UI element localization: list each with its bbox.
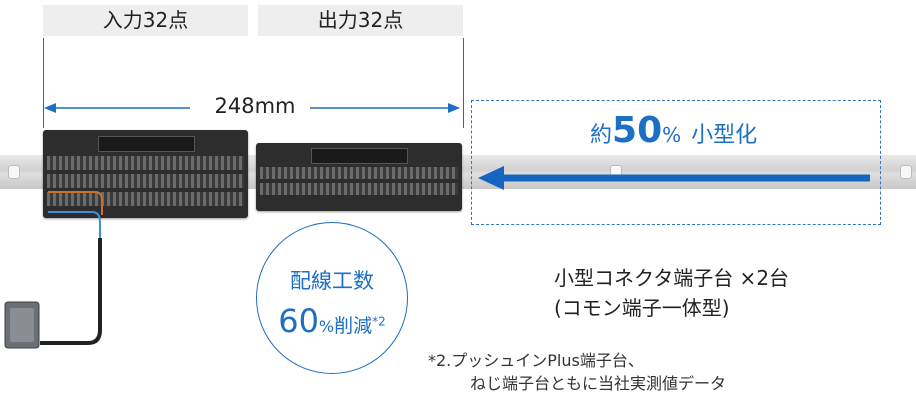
input-connector: [98, 136, 195, 152]
wiring-reduction-unit: %: [318, 317, 335, 336]
input-terminal-row: [47, 192, 244, 206]
compact-area-outline: [471, 100, 881, 225]
dimension-guide-left: [43, 38, 44, 128]
footnote-line2: ねじ端子台ともに当社実測値データ: [470, 374, 727, 393]
dimension-arrowhead-right: [448, 103, 460, 113]
rail-slot: [8, 165, 20, 179]
wiring-reduction-circle: [256, 222, 408, 374]
sensor-cable: [40, 238, 102, 345]
size-reduction-prefix: 約: [590, 123, 613, 148]
wire-orange: [48, 191, 103, 215]
output-terminal-row: [260, 167, 458, 179]
size-reduction-value: 50: [612, 110, 663, 151]
output-connector: [311, 148, 408, 164]
wiring-reduction-value-line: 60%削減*2: [256, 302, 408, 340]
dimension-guide-right: [463, 38, 464, 128]
wire-blue: [48, 211, 101, 240]
footnote-line1: *2.プッシュインPlus端子台、: [428, 351, 644, 370]
output-terminal-row: [260, 183, 458, 195]
size-reduction-suffix: 小型化: [691, 123, 758, 148]
input-terminal-row: [47, 156, 244, 170]
output-terminal-block: [256, 143, 462, 211]
size-reduction-arrow-head: [478, 166, 504, 190]
input-terminal-row: [47, 174, 244, 188]
size-reduction-label: 約50% 小型化: [590, 110, 757, 151]
input-terminal-block: [43, 130, 248, 218]
input-points-label: 入力32点: [43, 5, 248, 36]
wiring-note-ref: *2: [372, 314, 386, 329]
dimension-arrow: [44, 103, 460, 113]
size-reduction-arrow: [478, 166, 870, 190]
sensor-face: [10, 308, 34, 342]
size-reduction-unit: %: [662, 123, 682, 147]
dimension-label: 248mm: [214, 94, 296, 118]
rail-slot: [900, 165, 912, 179]
wiring-reduction-suffix: 削減: [334, 315, 373, 337]
wiring-illustration: [4, 191, 103, 349]
wiring-title: 配線工数: [290, 269, 374, 293]
compact-terminal-caption-line2: (コモン端子一体型): [554, 296, 730, 320]
wiring-reduction-value: 60: [278, 302, 319, 340]
compact-terminal-caption-line1: 小型コネクタ端子台 ×2台: [554, 266, 790, 290]
output-points-label: 出力32点: [258, 5, 463, 36]
dimension-arrowhead-left: [44, 103, 56, 113]
